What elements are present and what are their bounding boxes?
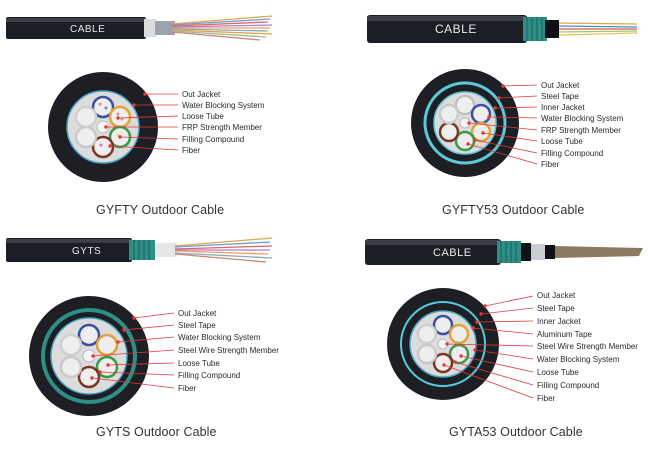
label-out-jacket: Out Jacket <box>541 81 580 90</box>
gyfty-cable-side-view: CABLE <box>6 15 273 41</box>
label-water-blocking: Water Blocking System <box>178 333 261 342</box>
gyta53-panel: CABLE Out Jacket Steel Tape Inner Jacket… <box>365 239 643 403</box>
label-frp-strength: FRP Strength Member <box>182 123 262 132</box>
gyfty53-cable-print: CABLE <box>435 22 477 36</box>
label-filling-compound: Filling Compound <box>537 381 599 390</box>
gyfty-caption: GYFTY Outdoor Cable <box>96 203 225 217</box>
label-loose-tube: Loose Tube <box>182 112 224 121</box>
label-loose-tube: Loose Tube <box>541 137 583 146</box>
label-fiber: Fiber <box>541 160 560 169</box>
gyfty53-panel: CABLE Out Jacket Steel Tape Inner Jacket… <box>367 15 638 177</box>
gyta53-cable-print: CABLE <box>433 247 472 259</box>
label-loose-tube: Loose Tube <box>178 359 220 368</box>
gyfty53-leaders <box>466 84 538 165</box>
label-fiber: Fiber <box>537 394 556 403</box>
gyfty-leaders <box>104 92 179 151</box>
gyts-labels: Out Jacket Steel Tape Water Blocking Sys… <box>178 309 279 393</box>
label-filling-compound: Filling Compound <box>541 149 603 158</box>
label-steel-tape: Steel Tape <box>178 321 216 330</box>
label-out-jacket: Out Jacket <box>178 309 217 318</box>
label-steel-tape: Steel Tape <box>541 92 579 101</box>
gyts-panel: GYTS Out Jacket Steel Tape Water Blockin… <box>6 237 279 416</box>
label-frp-strength: FRP Strength Member <box>541 126 621 135</box>
label-fiber: Fiber <box>178 384 197 393</box>
gyts-cross-section <box>29 296 149 416</box>
label-fiber: Fiber <box>182 146 201 155</box>
gyta53-cross-section <box>387 288 499 400</box>
gyfty53-labels: Out Jacket Steel Tape Inner Jacket Water… <box>541 81 624 169</box>
label-water-blocking: Water Blocking System <box>541 114 624 123</box>
label-out-jacket: Out Jacket <box>182 90 221 99</box>
gyta53-labels: Out Jacket Steel Tape Inner Jacket Alumi… <box>537 291 638 403</box>
gyta53-cable-side-view: CABLE <box>365 239 643 265</box>
label-inner-jacket: Inner Jacket <box>541 103 585 112</box>
label-water-blocking: Water Blocking System <box>537 355 620 364</box>
gyts-cable-side-view: GYTS <box>6 237 273 263</box>
label-aluminum-tape: Aluminum Tape <box>537 330 593 339</box>
label-steel-tape: Steel Tape <box>537 304 575 313</box>
gyfty53-cable-side-view: CABLE <box>367 15 638 43</box>
label-filling-compound: Filling Compound <box>178 371 240 380</box>
gyfty-cross-section <box>48 72 158 182</box>
label-steel-wire-strength: Steel Wire Strength Member <box>537 342 638 351</box>
gyta53-caption: GYTA53 Outdoor Cable <box>449 425 583 439</box>
label-water-blocking: Water Blocking System <box>182 101 265 110</box>
gyfty-labels: Out Jacket Water Blocking System Loose T… <box>182 90 265 155</box>
gyta53-leaders <box>442 295 534 399</box>
label-out-jacket: Out Jacket <box>537 291 576 300</box>
label-inner-jacket: Inner Jacket <box>537 317 581 326</box>
gyts-leaders <box>90 312 175 389</box>
gyts-cable-print: GYTS <box>72 246 101 257</box>
label-steel-wire-strength: Steel Wire Strength Member <box>178 346 279 355</box>
gyfty-panel: CABLE Out Jacket Water Blocking System <box>6 15 273 182</box>
gyts-caption: GYTS Outdoor Cable <box>96 425 217 439</box>
gyfty-cable-print: CABLE <box>70 24 105 35</box>
gyfty53-caption: GYFTY53 Outdoor Cable <box>442 203 585 217</box>
label-loose-tube: Loose Tube <box>537 368 579 377</box>
label-filling-compound: Filling Compound <box>182 135 244 144</box>
